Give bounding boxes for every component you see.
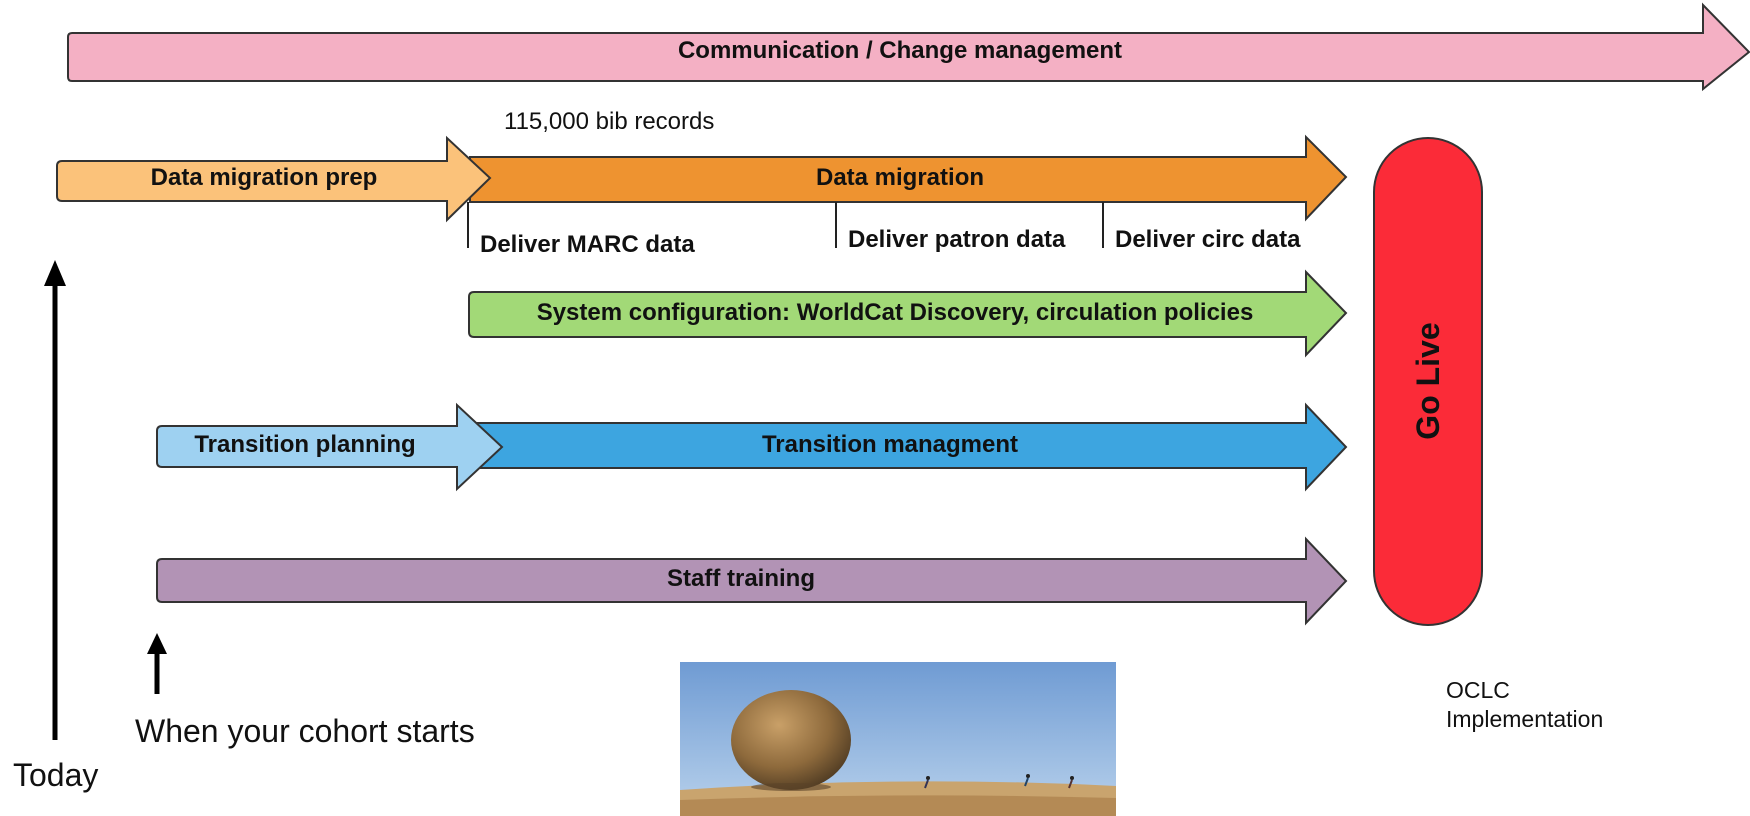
go-live-pill (1373, 137, 1483, 626)
milestone-deliver-circ: Deliver circ data (1115, 226, 1301, 253)
communication-label: Communication / Change management (678, 37, 1122, 64)
data-migration-prep-label: Data migration prep (151, 164, 378, 191)
data-migration-prep-arrow (56, 135, 492, 223)
milestone-deliver-patron: Deliver patron data (848, 226, 1066, 253)
cohort-start-label: When your cohort starts (135, 713, 475, 749)
staff-training-label: Staff training (667, 565, 815, 592)
caption-line-1: OCLC (1446, 677, 1510, 703)
cohort-arrow-icon (147, 633, 167, 694)
transition-planning-arrow (156, 402, 504, 492)
go-live-label: Go Live (1410, 322, 1446, 439)
milestone-deliver-marc: Deliver MARC data (480, 231, 695, 258)
data-migration-label: Data migration (816, 164, 984, 191)
system-configuration-arrow (468, 269, 1348, 358)
data-migration-arrow (469, 134, 1348, 222)
caption-line-2: Implementation (1446, 706, 1603, 732)
boulder-photo-icon (680, 662, 1116, 816)
communication-arrow (67, 2, 1750, 92)
transition-planning-label: Transition planning (194, 431, 415, 458)
system-configuration-label: System configuration: WorldCat Discovery… (537, 299, 1254, 326)
transition-management-label: Transition managment (762, 431, 1018, 458)
today-arrow-icon (44, 260, 66, 740)
today-label: Today (13, 757, 98, 793)
transition-management-arrow (464, 402, 1348, 492)
staff-training-arrow (156, 536, 1348, 626)
bib-records-annotation: 115,000 bib records (504, 108, 714, 135)
